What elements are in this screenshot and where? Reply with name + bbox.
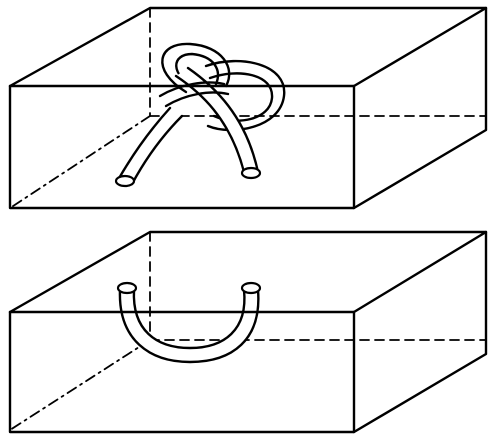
arc-right-end bbox=[240, 281, 262, 295]
knot-cross-edge-b bbox=[164, 91, 230, 108]
top-box-front-face bbox=[8, 84, 356, 210]
bottom-box-visible-edges bbox=[8, 230, 488, 434]
arc-outer-edge bbox=[118, 288, 260, 364]
knot-left-strand-edge-b bbox=[130, 114, 184, 186]
panel-top-knotted bbox=[8, 6, 488, 210]
bottom-box-hidden-edges bbox=[9, 231, 487, 431]
top-box-visible-edges bbox=[8, 6, 488, 210]
arc-left-end bbox=[116, 281, 138, 295]
top-box-hidden-edges bbox=[9, 7, 487, 209]
top-hidden-diagonal-edge bbox=[9, 115, 151, 209]
arc-fill bbox=[119, 290, 259, 362]
bottom-box-right-face bbox=[352, 230, 488, 434]
knot-left-end bbox=[114, 174, 136, 188]
bottom-box-front-face bbox=[8, 310, 356, 434]
knot-right-strand-fill bbox=[176, 68, 258, 172]
bottom-hidden-diagonal-edge bbox=[9, 339, 151, 431]
panel-bottom-unknotted bbox=[8, 230, 488, 434]
arc-inner-edge bbox=[132, 288, 246, 350]
top-knotted-tube bbox=[114, 42, 286, 188]
knot-right-end bbox=[240, 166, 262, 180]
knot-cross-edge-a bbox=[158, 81, 226, 98]
knot-left-strand-edge-a bbox=[116, 106, 172, 182]
top-box-right-face bbox=[352, 6, 488, 210]
knot-back-loop-outer bbox=[161, 42, 231, 94]
knot-right-strand-edge-b bbox=[186, 66, 260, 174]
bottom-arc-tube bbox=[116, 281, 262, 364]
knot-right-strand-edge-a bbox=[174, 74, 246, 174]
knot-left-strand-fill bbox=[118, 108, 182, 184]
